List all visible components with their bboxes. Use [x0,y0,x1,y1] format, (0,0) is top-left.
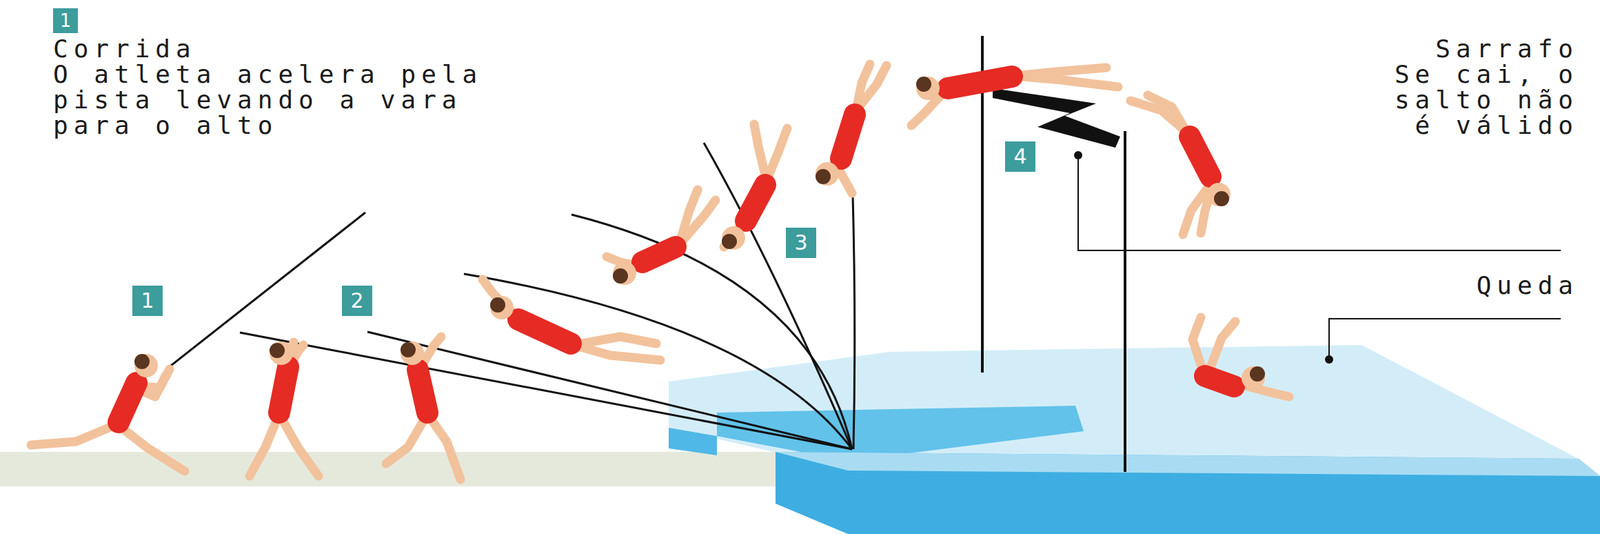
runway [0,451,855,486]
mat-front [775,451,1600,534]
poles [168,142,855,449]
leader-dot [1074,150,1083,160]
callout-text: 3 [794,232,808,253]
callout-text: 2 [350,290,364,311]
mat-block [668,427,717,455]
leader-lines [1078,155,1561,360]
callout-text: 1 [140,290,154,311]
part-label: Queda [1371,272,1579,298]
callout-number: 1 [132,285,163,316]
mat-edge [775,451,1600,476]
callout-text: 4 [1013,146,1027,167]
callout-text: 1 [59,11,72,30]
callout-number: 3 [785,227,817,258]
callout-number: 1 [53,8,78,34]
heading: Corrida [53,35,509,62]
callout-number: 2 [341,285,373,316]
note-text: Se cai, o salto não é válido [1378,61,1579,138]
callout-number: 4 [1005,141,1036,172]
heading: Sarrafo [1371,35,1579,62]
leader-dot [1324,355,1334,364]
note-text: O atleta acelera pela pista levando a va… [53,61,509,138]
falling-bar [992,88,1121,148]
uprights [982,35,1126,472]
